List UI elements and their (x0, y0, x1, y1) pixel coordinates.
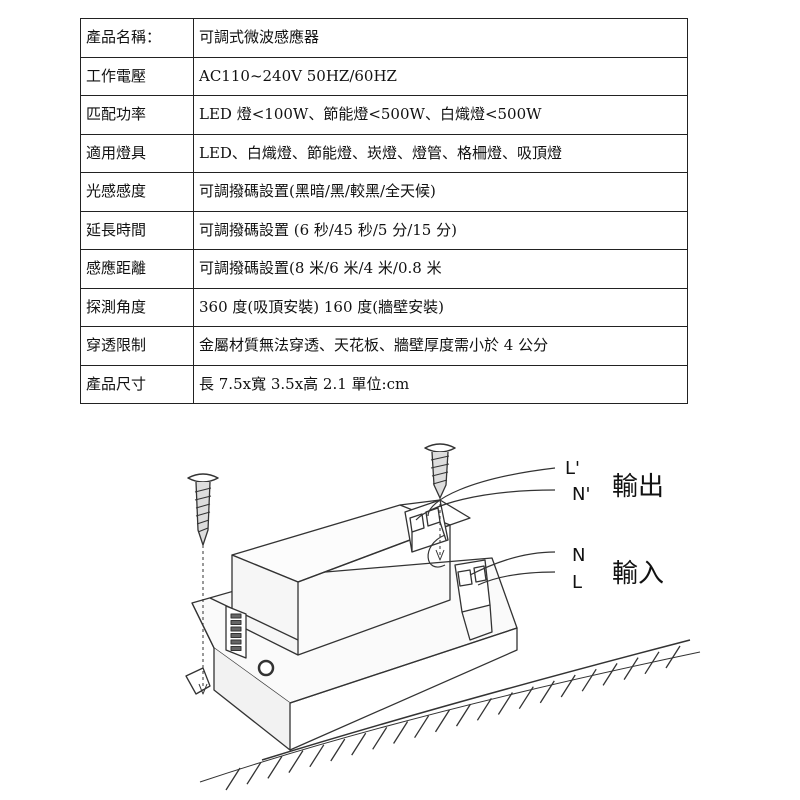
spec-row: 光感感度可調撥碼設置(黑暗/黑/較黑/全天候) (80, 172, 688, 212)
mounting-surface (199, 639, 701, 791)
dip-switch-toggle (230, 633, 242, 638)
sensor-body (209, 499, 471, 656)
spec-value: 360 度(吸頂安裝) 160 度(牆壁安裝) (193, 287, 688, 327)
spec-row: 延長時間可調撥碼設置 (6 秒/45 秒/5 分/15 分) (80, 210, 688, 250)
spec-value: 可調式微波感應器 (193, 18, 688, 58)
spec-key: 產品尺寸 (80, 364, 194, 404)
dip-switch-toggle (230, 620, 242, 625)
dip-switch-toggle (230, 613, 242, 619)
screw-right (424, 443, 456, 561)
spec-key: 產品名稱： (80, 18, 194, 58)
wires (415, 467, 556, 586)
spec-row: 產品名稱：可調式微波感應器 (80, 18, 688, 58)
spec-value: 可調撥碼設置(8 米/6 米/4 米/0.8 米 (193, 249, 688, 289)
spec-row: 感應距離可調撥碼設置(8 米/6 米/4 米/0.8 米 (80, 249, 688, 289)
spec-key: 光感感度 (80, 172, 194, 212)
spec-key: 探測角度 (80, 287, 194, 327)
spec-value: LED、白熾燈、節能燈、崁燈、燈管、格柵燈、吸頂燈 (193, 133, 688, 173)
spec-value: 長 7.5x寬 3.5x高 2.1 單位:cm (193, 364, 688, 404)
terminal-block-input (454, 559, 493, 641)
adjust-knob (257, 659, 275, 677)
screw-left (187, 473, 219, 695)
terminal-block-output (404, 499, 449, 553)
dip-switch (225, 605, 247, 659)
dip-switch-toggle (230, 639, 242, 645)
spec-value: 可調撥碼設置(黑暗/黑/較黑/全天候) (193, 172, 688, 212)
spec-key: 適用燈具 (80, 133, 194, 173)
output-label: 輸出 (612, 472, 664, 502)
dip-switch-toggle (230, 646, 242, 651)
terminal-label-n-prime: N' (572, 484, 590, 505)
spec-value: 可調撥碼設置 (6 秒/45 秒/5 分/15 分) (193, 210, 688, 250)
terminal-label-n: N (572, 545, 585, 566)
spec-key: 感應距離 (80, 249, 194, 289)
dip-switch-toggle (230, 626, 242, 632)
spec-row: 產品尺寸長 7.5x寬 3.5x高 2.1 單位:cm (80, 364, 688, 404)
terminal-label-l: L (572, 572, 582, 593)
input-label: 輸入 (612, 559, 664, 589)
spec-value: LED 燈<100W、節能燈<500W、白熾燈<500W (193, 95, 688, 135)
spec-value: AC110~240V 50HZ/60HZ (193, 56, 688, 96)
spec-key: 延長時間 (80, 210, 194, 250)
terminal-label-l-prime: L' (565, 458, 580, 479)
spec-key: 穿透限制 (80, 326, 194, 366)
